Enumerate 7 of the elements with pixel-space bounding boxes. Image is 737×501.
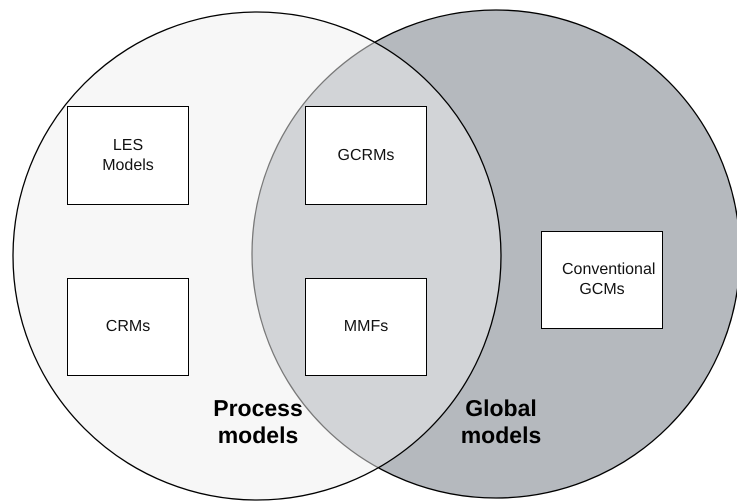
model-box: MMFs bbox=[305, 278, 427, 376]
circle-label: Process models bbox=[212, 395, 304, 449]
circle-label: Global models bbox=[460, 395, 542, 449]
model-box: Conventional GCMs bbox=[541, 231, 663, 329]
model-box: LES Models bbox=[67, 106, 189, 205]
model-box: CRMs bbox=[67, 278, 189, 376]
model-box: GCRMs bbox=[305, 106, 427, 205]
